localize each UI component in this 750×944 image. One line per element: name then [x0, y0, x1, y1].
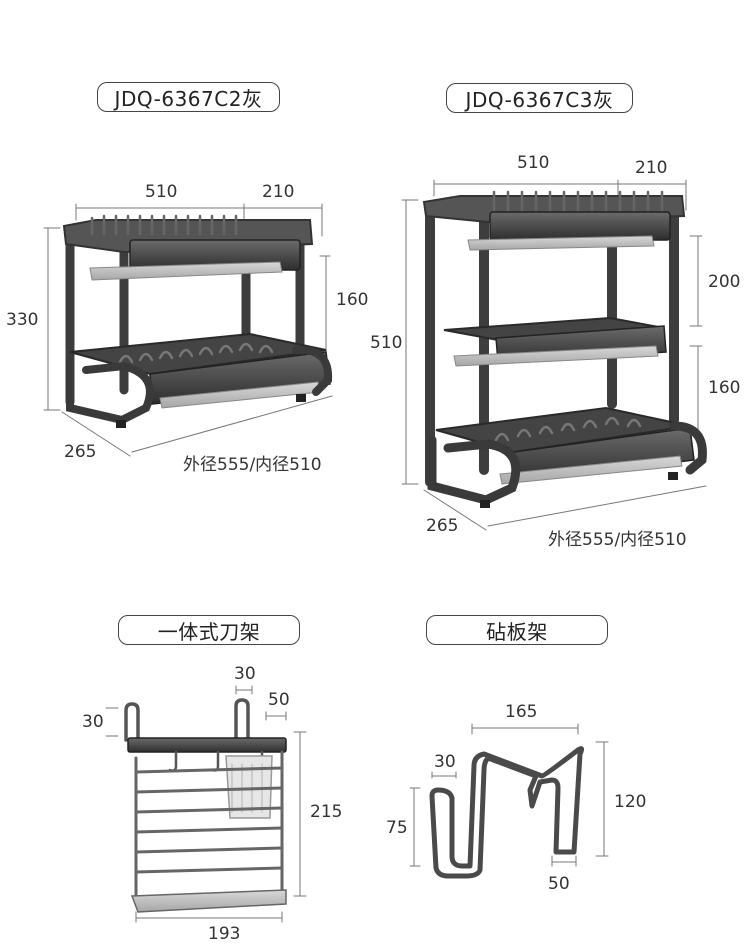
c2-rack-image [43, 203, 333, 457]
c3-height-dim: 510 [370, 333, 403, 353]
cutting-board-rack-label: 砧板架 [426, 615, 608, 645]
board-foot-dim: 50 [548, 874, 570, 894]
c2-outer-inner-dim: 外径555/内径510 [183, 455, 322, 475]
c2-tier-gap-dim: 160 [336, 290, 369, 310]
c3-tier-gap-top-dim: 200 [708, 272, 741, 292]
knife-width-dim: 193 [208, 924, 241, 944]
c2-height-dim: 330 [6, 310, 39, 330]
model-label-c2: JDQ-6367C2灰 [97, 82, 280, 112]
c3-tier-gap-bottom-dim: 160 [708, 378, 741, 398]
c2-depth-dim: 265 [64, 442, 97, 462]
c2-width-dim: 510 [145, 182, 178, 202]
board-left-height-dim: 75 [386, 818, 408, 838]
knife-height-dim: 215 [310, 802, 343, 822]
cutting-board-rack-image [409, 723, 609, 879]
c3-outer-inner-dim: 外径555/内径510 [548, 530, 687, 550]
knife-hook-width-dim: 30 [234, 664, 256, 684]
knife-rack-image [105, 685, 307, 923]
board-width-dim: 165 [505, 702, 538, 722]
board-small-width-dim: 30 [434, 752, 456, 772]
c2-depth-top-dim: 210 [262, 182, 295, 202]
knife-depth-dim: 50 [268, 690, 290, 710]
board-height-dim: 120 [614, 792, 647, 812]
knife-rack-label: 一体式刀架 [118, 615, 300, 645]
c3-rack-image [401, 179, 707, 531]
c3-depth-top-dim: 210 [635, 158, 668, 178]
c3-width-dim: 510 [517, 153, 550, 173]
model-label-c3: JDQ-6367C3灰 [446, 83, 633, 113]
c3-depth-dim: 265 [426, 516, 459, 536]
knife-hook-height-dim: 30 [82, 712, 104, 732]
